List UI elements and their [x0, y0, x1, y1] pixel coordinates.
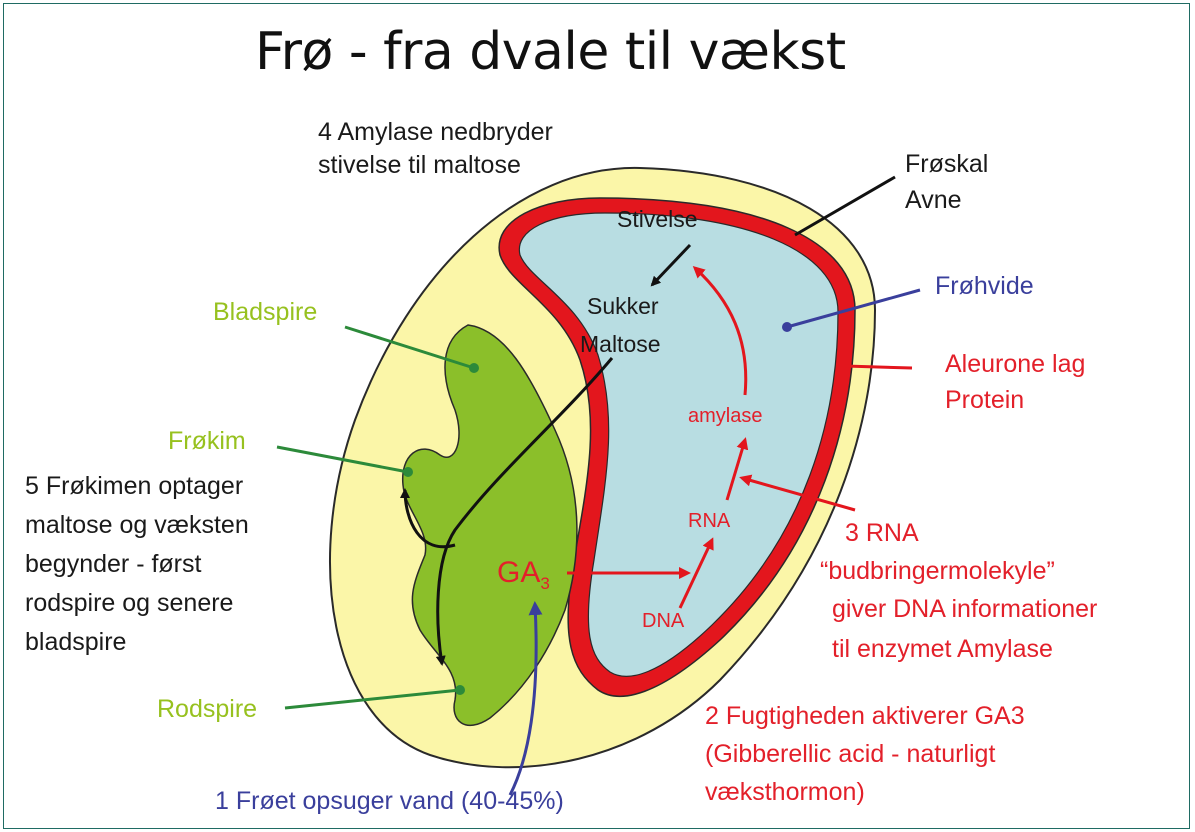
- rodspire-dot: [455, 685, 465, 695]
- avne-label: Avne: [905, 184, 962, 217]
- sukker-label: Sukker: [587, 290, 659, 323]
- step3-label-line2: “budbringermolekyle”: [820, 555, 1055, 588]
- step2-label-line2: (Gibberellic acid - naturligt: [705, 738, 995, 771]
- step1-label: 1 Frøet opsuger vand (40-45%): [215, 785, 564, 818]
- frokim-label: Frøkim: [168, 425, 246, 458]
- bladspire-label: Bladspire: [213, 296, 317, 329]
- ga3-label: GA3: [497, 556, 550, 600]
- rna-label: RNA: [688, 505, 730, 538]
- step2-label-line1: 2 Fugtigheden aktiverer GA3: [705, 700, 1025, 733]
- froskal-leader: [795, 177, 895, 235]
- rodspire-label: Rodspire: [157, 693, 257, 726]
- bladspire-dot: [469, 363, 479, 373]
- dna-label: DNA: [642, 605, 684, 638]
- aleurone-label-line1: Aleurone lag: [945, 348, 1085, 381]
- step5-label-line4: rodspire og senere: [25, 587, 233, 620]
- froskal-label: Frøskal: [905, 148, 988, 181]
- step5-label-line2: maltose og væksten: [25, 509, 249, 542]
- amylase-label: amylase: [688, 400, 762, 433]
- step3-label-line4: til enzymet Amylase: [832, 633, 1053, 666]
- step3-label-line1: 3 RNA: [845, 517, 919, 550]
- ga3-subscript: 3: [540, 574, 549, 593]
- step5-label-line3: begynder - først: [25, 548, 201, 581]
- step4-label-line2: stivelse til maltose: [318, 149, 521, 182]
- frohvide-label: Frøhvide: [935, 270, 1034, 303]
- aleurone-label-line2: Protein: [945, 384, 1024, 417]
- step5-label-line5: bladspire: [25, 626, 126, 659]
- maltose-label: Maltose: [580, 328, 661, 361]
- frohvide-dot: [782, 322, 792, 332]
- step2-label-line3: væksthormon): [705, 776, 865, 809]
- aleurone-leader: [845, 366, 912, 368]
- page-title: Frø - fra dvale til vækst: [255, 22, 846, 82]
- ga3-base: GA: [497, 556, 540, 589]
- step3-label-line3: giver DNA informationer: [832, 593, 1097, 626]
- stivelse-label: Stivelse: [617, 203, 698, 236]
- step5-label-line1: 5 Frøkimen optager: [25, 470, 243, 503]
- frokim-dot: [403, 467, 413, 477]
- step4-label-line1: 4 Amylase nedbryder: [318, 116, 553, 149]
